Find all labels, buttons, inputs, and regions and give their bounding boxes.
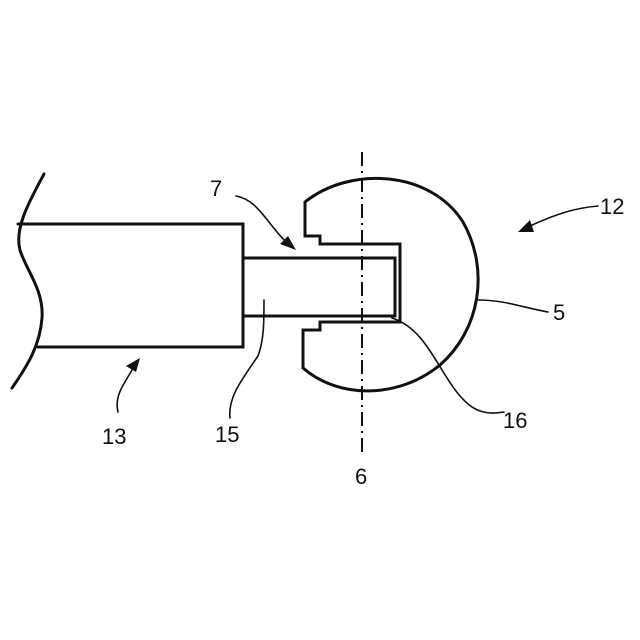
leader-5: [478, 300, 548, 312]
ref-label-16: 16: [503, 408, 527, 433]
rod-body: [12, 174, 243, 388]
ref-label-12: 12: [600, 194, 624, 219]
ref-label-7: 7: [210, 176, 222, 201]
ball-head: [303, 178, 478, 391]
ref-label-6: 6: [355, 464, 367, 489]
pin-stem: [243, 258, 395, 316]
arrowhead-12: [518, 220, 534, 232]
ref-label-5: 5: [553, 300, 565, 325]
leader-16: [392, 318, 504, 413]
break-line: [12, 174, 44, 388]
ref-label-13: 13: [102, 424, 126, 449]
arrowhead-13: [126, 358, 140, 372]
ref-label-15: 15: [215, 422, 239, 447]
leader-13: [117, 370, 132, 412]
leader-15: [230, 300, 264, 418]
leader-12: [530, 206, 598, 226]
